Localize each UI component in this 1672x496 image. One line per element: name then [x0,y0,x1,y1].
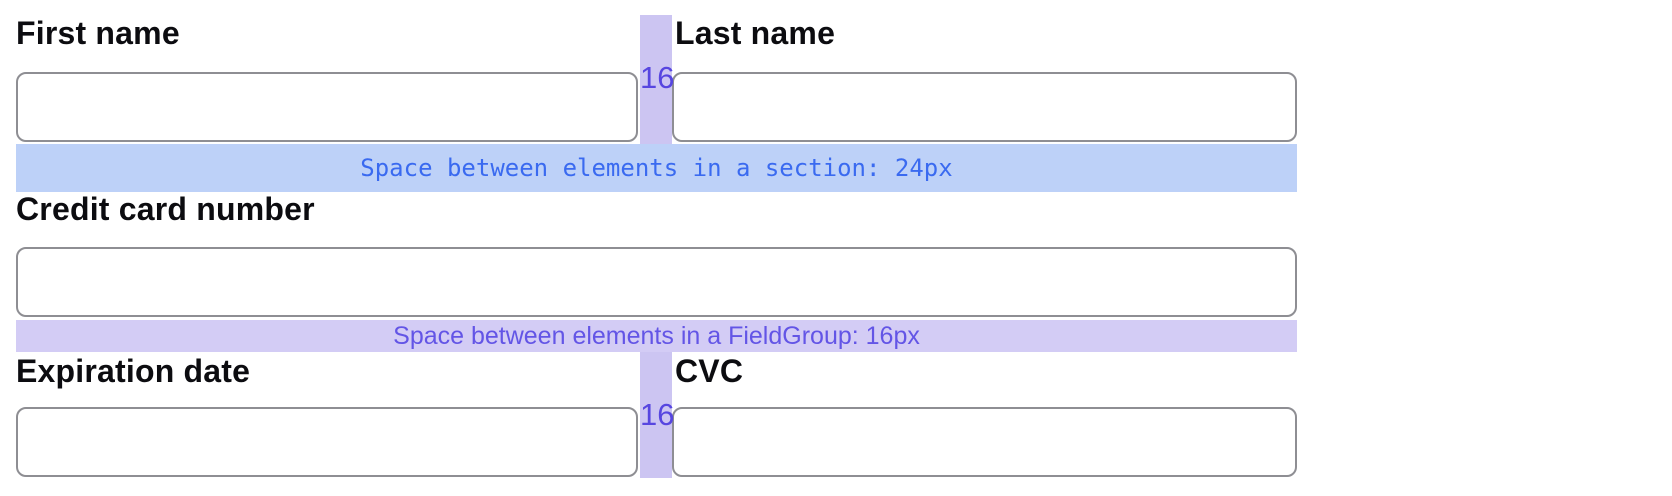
first-name-label: First name [16,15,180,51]
cvc-label: CVC [675,353,744,389]
first-name-input[interactable] [16,72,638,142]
last-name-label: Last name [675,15,836,51]
expiration-date-label: Expiration date [16,353,251,389]
section-spacing-band: Space between elements in a section: 24p… [16,144,1297,192]
credit-card-number-input[interactable] [16,247,1297,317]
column-gap-band-top [640,15,672,144]
column-gap-band-bottom [640,352,672,478]
last-name-input[interactable] [672,72,1297,142]
column-gap-size-label-top: 16 [640,60,675,95]
credit-card-number-label: Credit card number [16,191,315,227]
expiration-date-input[interactable] [16,407,638,477]
cvc-input[interactable] [672,407,1297,477]
fieldgroup-spacing-band: Space between elements in a FieldGroup: … [16,320,1297,352]
column-gap-size-label-bottom: 16 [640,397,675,432]
